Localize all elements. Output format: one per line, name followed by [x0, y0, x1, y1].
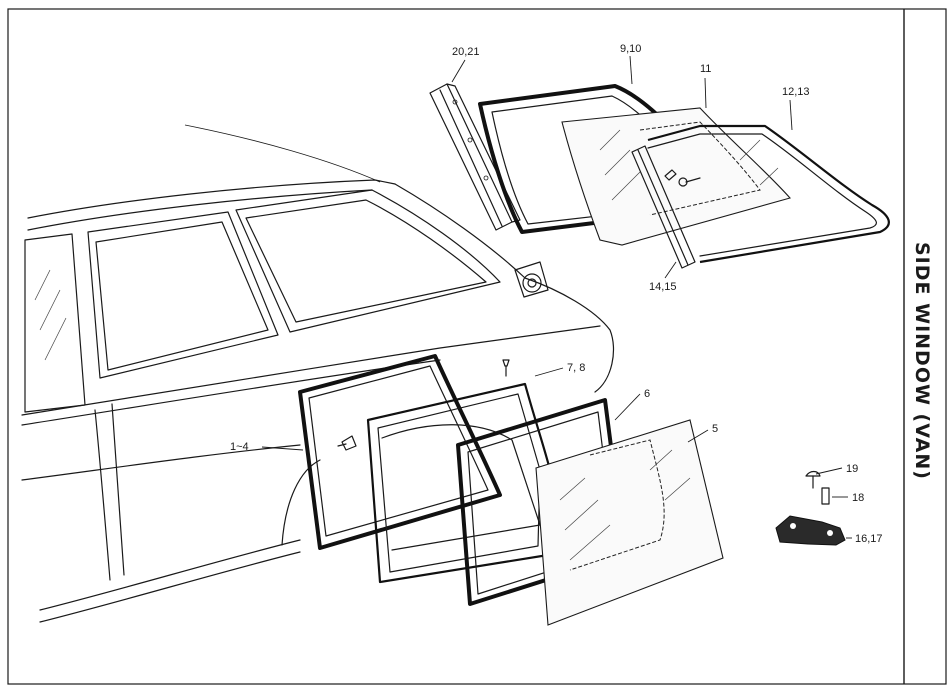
callout-14-15: 14,15	[649, 281, 677, 293]
part-moulding	[647, 124, 890, 264]
callout-5: 5	[712, 423, 718, 435]
part-quarter-glass	[561, 107, 791, 246]
callout-19: 19	[846, 463, 858, 475]
part-division-bar	[631, 145, 701, 269]
part-channel	[429, 83, 521, 231]
callout-9-10: 9,10	[620, 43, 641, 55]
callout-1-4: 1~4	[230, 441, 249, 453]
callout-20-21: 20,21	[452, 46, 480, 58]
page-border	[7, 8, 947, 685]
van-body	[21, 124, 615, 623]
callout-18: 18	[852, 492, 864, 504]
callout-16-17: 16,17	[855, 533, 883, 545]
callout-labels: 20,21 9,10 11 12,13 14,15 7, 8 6 5 1~4 1…	[230, 43, 883, 545]
diagram-title: SIDE WINDOW (VAN)	[911, 242, 933, 480]
callout-12-13: 12,13	[782, 86, 810, 98]
callout-6: 6	[644, 388, 650, 400]
callout-leaders	[261, 55, 852, 539]
part-glass	[535, 419, 724, 626]
part-latch-hardware	[775, 470, 846, 546]
callout-7-8: 7, 8	[567, 362, 585, 374]
part-outer-frame	[298, 354, 502, 550]
callout-11: 11	[700, 63, 711, 75]
